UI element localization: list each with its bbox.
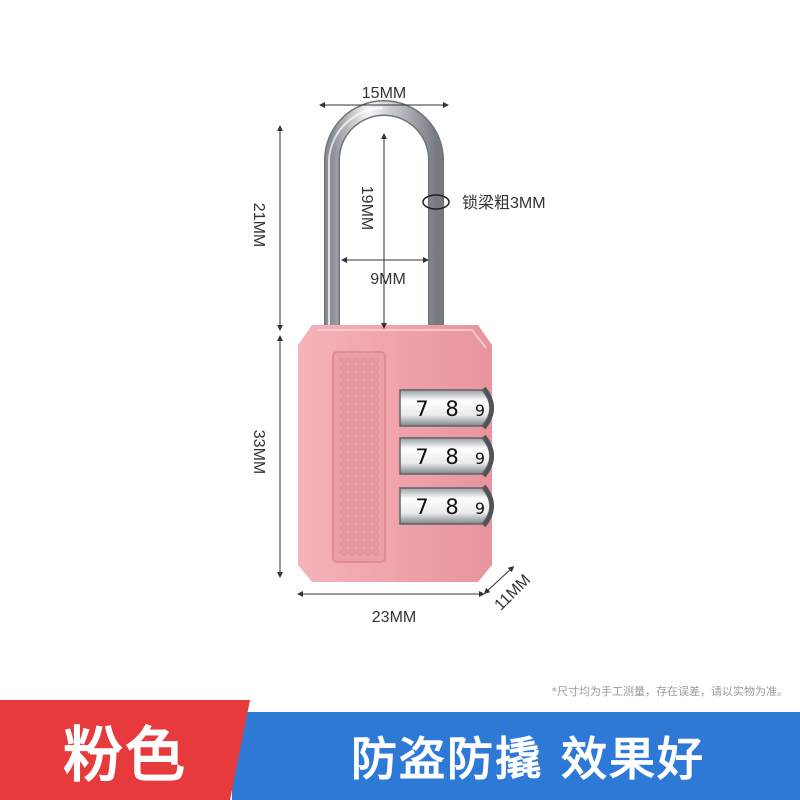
dim-shackle-inner-width: 9MM <box>370 271 406 288</box>
dim-shackle-width: 15MM <box>362 85 406 102</box>
dim-shackle-total-height: 21MM <box>250 203 267 247</box>
dim-body-width: 23MM <box>372 609 416 626</box>
dim-shackle-inner-height: 19MM <box>358 186 375 230</box>
dial-digit: 8 <box>445 445 458 469</box>
slogan-text: 防盗防撬 效果好 <box>350 732 705 786</box>
dial-digit: 9 <box>475 401 485 420</box>
dial-digit: 9 <box>475 499 485 518</box>
dim-body-height: 33MM <box>250 430 267 474</box>
dial-digit: 7 <box>415 397 428 421</box>
dial-digit: 8 <box>445 397 458 421</box>
measurement-disclaimer: *尺寸均为手工测量，存在误差，请以实物为准。 <box>551 685 789 698</box>
dial-digit: 7 <box>415 445 428 469</box>
shackle <box>324 100 444 335</box>
color-label-text: 粉色 <box>63 720 187 791</box>
bottom-banner: 防盗防撬 效果好 粉色 <box>0 700 800 800</box>
slogan-banner: 防盗防撬 效果好 <box>232 712 800 800</box>
dial-digit: 7 <box>415 495 428 519</box>
dial-digit: 8 <box>445 495 458 519</box>
dim-shackle-thickness: 锁梁粗3MM <box>462 194 546 212</box>
dial-digit: 9 <box>475 449 485 468</box>
color-label-banner: 粉色 <box>0 700 250 800</box>
dim-body-depth: 11MM <box>492 572 535 615</box>
